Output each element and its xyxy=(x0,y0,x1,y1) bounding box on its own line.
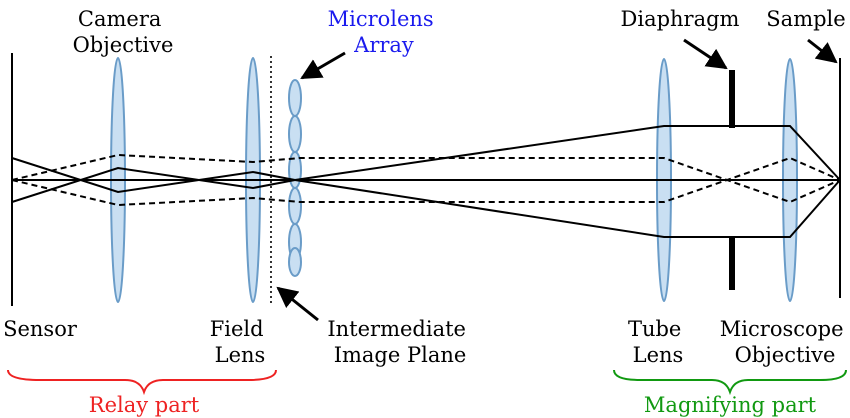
relay-part-label: Relay part xyxy=(89,393,200,417)
camera-objective-label: Camera Objective xyxy=(73,7,174,57)
magnifying-part-label: Magnifying part xyxy=(644,393,817,417)
microlens-arrow xyxy=(300,51,346,80)
diaphragm-arrow xyxy=(683,38,728,70)
tube-lens-label: Tube Lens xyxy=(628,317,688,367)
magnifying-brace xyxy=(613,369,847,396)
sample-label: Sample xyxy=(766,7,845,31)
diaphragm-label: Diaphragm xyxy=(621,7,740,31)
field-lens-label: Field Lens xyxy=(210,317,271,367)
intermediate-image-plane-label: Intermediate Image Plane xyxy=(327,317,472,367)
microscope-objective-label: Microscope Objective xyxy=(720,317,850,367)
relay-brace xyxy=(7,369,277,396)
solid-rays xyxy=(11,125,841,238)
image-plane-arrow xyxy=(276,286,319,322)
sensor-label: Sensor xyxy=(3,317,78,341)
microlens-array xyxy=(288,79,302,277)
sample-arrow xyxy=(807,38,838,64)
microlens-array-label: Microlens Array xyxy=(328,7,441,57)
dashed-rays xyxy=(11,153,841,207)
